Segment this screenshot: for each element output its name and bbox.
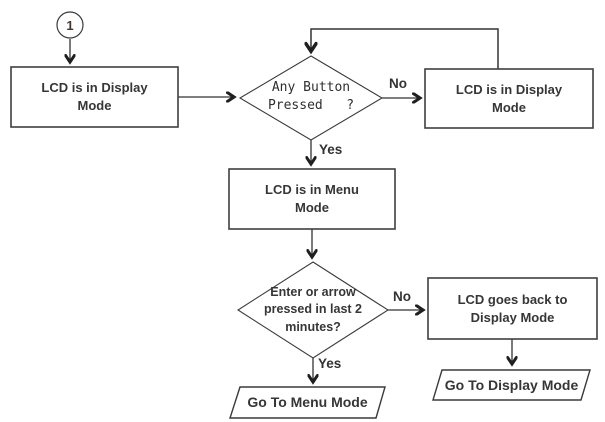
start-connector-circle: [56, 11, 84, 39]
process-box-display-left: [10, 66, 179, 128]
start-connector-label: 1: [57, 12, 83, 38]
process-box-display-right: [424, 68, 594, 129]
edge-loop-display-right-to-decision1: [311, 28, 499, 69]
start-connector-number: 1: [66, 17, 74, 33]
process-box-menu-mode: [228, 168, 396, 230]
decision-diamond-any-button: [238, 55, 384, 141]
process-box-goes-back: [427, 277, 598, 340]
decision-diamond-enter-or-arrow: [236, 261, 390, 359]
io-parallelogram-go-menu: [229, 386, 386, 419]
io-parallelogram-go-display: [432, 369, 591, 401]
